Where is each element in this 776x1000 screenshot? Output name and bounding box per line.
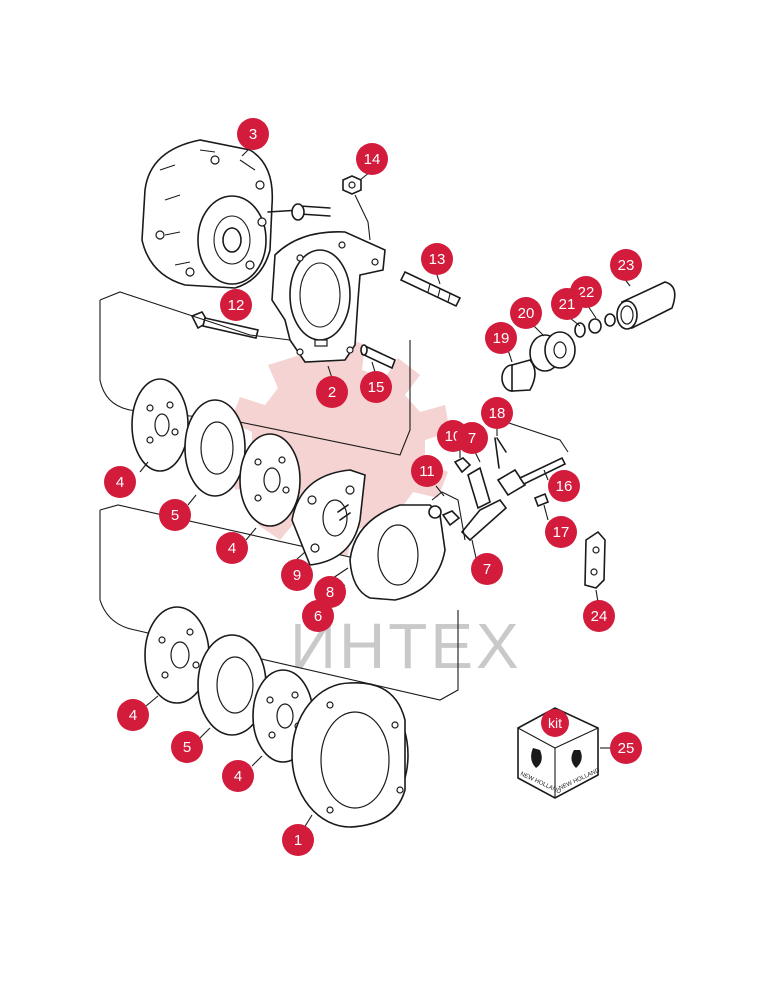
callout-9: 9 [281, 559, 313, 591]
svg-text:13: 13 [429, 251, 446, 268]
svg-text:12: 12 [228, 297, 245, 314]
svg-text:4: 4 [129, 707, 137, 724]
new-holland-leaf-icon [531, 748, 582, 768]
svg-text:4: 4 [228, 540, 236, 557]
svg-text:16: 16 [556, 478, 573, 495]
part-nut-14 [342, 175, 371, 241]
part-housing [141, 139, 331, 289]
svg-text:17: 17 [553, 524, 570, 541]
svg-text:3: 3 [249, 126, 257, 143]
callout-23: 23 [610, 249, 642, 281]
callout-1: 1 [282, 824, 314, 856]
part-bushing-19 [501, 359, 536, 392]
svg-text:5: 5 [171, 507, 179, 524]
part-stud-13 [399, 270, 462, 308]
svg-text:15: 15 [368, 379, 385, 396]
callout-16: 16 [548, 470, 580, 502]
callout-5-first: 5 [159, 499, 191, 531]
svg-text:6: 6 [314, 608, 322, 625]
callout-7-lower: 7 [471, 553, 503, 585]
part-cover-1 [291, 682, 409, 828]
svg-text:14: 14 [364, 151, 381, 168]
svg-text:25: 25 [618, 740, 635, 757]
callout-6: 6 [302, 600, 334, 632]
part-bearing-20 [529, 331, 576, 372]
svg-text:11: 11 [419, 463, 435, 480]
callout-4-third: 4 [117, 699, 149, 731]
svg-text:24: 24 [591, 608, 608, 625]
callout-4-fourth: 4 [222, 760, 254, 792]
svg-text:9: 9 [293, 567, 301, 584]
part-disc-4c [144, 606, 210, 704]
svg-text:8: 8 [326, 584, 334, 601]
callout-17: 17 [545, 516, 577, 548]
callout-24: 24 [583, 600, 615, 632]
callout-25: 25 [610, 732, 642, 764]
callout-19: 19 [485, 322, 517, 354]
callout-4-first: 4 [104, 466, 136, 498]
part-plate-5a [184, 399, 246, 497]
callout-12: 12 [220, 289, 252, 321]
callout-7-upper: 7 [456, 422, 488, 454]
callout-5-second: 5 [171, 731, 203, 763]
part-plate-8 [349, 504, 446, 601]
callout-21: 21 [551, 288, 583, 320]
part-linkage [431, 419, 569, 542]
callout-11: 11 [411, 455, 443, 487]
callout-8: 8 [314, 576, 346, 608]
svg-text:5: 5 [183, 739, 191, 756]
callout-2: 2 [316, 376, 348, 408]
svg-text:7: 7 [468, 430, 476, 447]
part-disc-4b [239, 433, 301, 527]
svg-text:2: 2 [328, 384, 336, 401]
kit-box: NEW HOLLAND NEW HOLLAND kit [517, 707, 601, 799]
svg-text:21: 21 [559, 296, 576, 313]
callout-13: 13 [421, 243, 453, 275]
part-actuator-9 [291, 469, 366, 566]
svg-text:20: 20 [518, 305, 535, 322]
callout-20: 20 [510, 297, 542, 329]
callout-3: 3 [237, 118, 269, 150]
svg-text:23: 23 [618, 257, 635, 274]
part-washer-21-22 [574, 313, 616, 338]
svg-text:4: 4 [234, 768, 242, 785]
part-disc-4a [131, 378, 189, 472]
callout-18: 18 [481, 397, 513, 429]
svg-text:22: 22 [578, 284, 595, 301]
part-bracket-24 [584, 530, 606, 589]
part-pin-15 [360, 344, 397, 370]
callout-14: 14 [356, 143, 388, 175]
svg-text:19: 19 [493, 330, 510, 347]
kit-tag: kit [541, 709, 569, 737]
svg-text:7: 7 [483, 561, 491, 578]
part-bracket [271, 231, 386, 363]
part-sleeve-23 [616, 281, 676, 330]
callout-4-second: 4 [216, 532, 248, 564]
callout-15: 15 [360, 371, 392, 403]
svg-text:4: 4 [116, 474, 124, 491]
svg-text:18: 18 [489, 405, 506, 422]
svg-text:kit: kit [548, 715, 562, 731]
svg-text:1: 1 [294, 832, 302, 849]
upper-outline [99, 291, 411, 456]
